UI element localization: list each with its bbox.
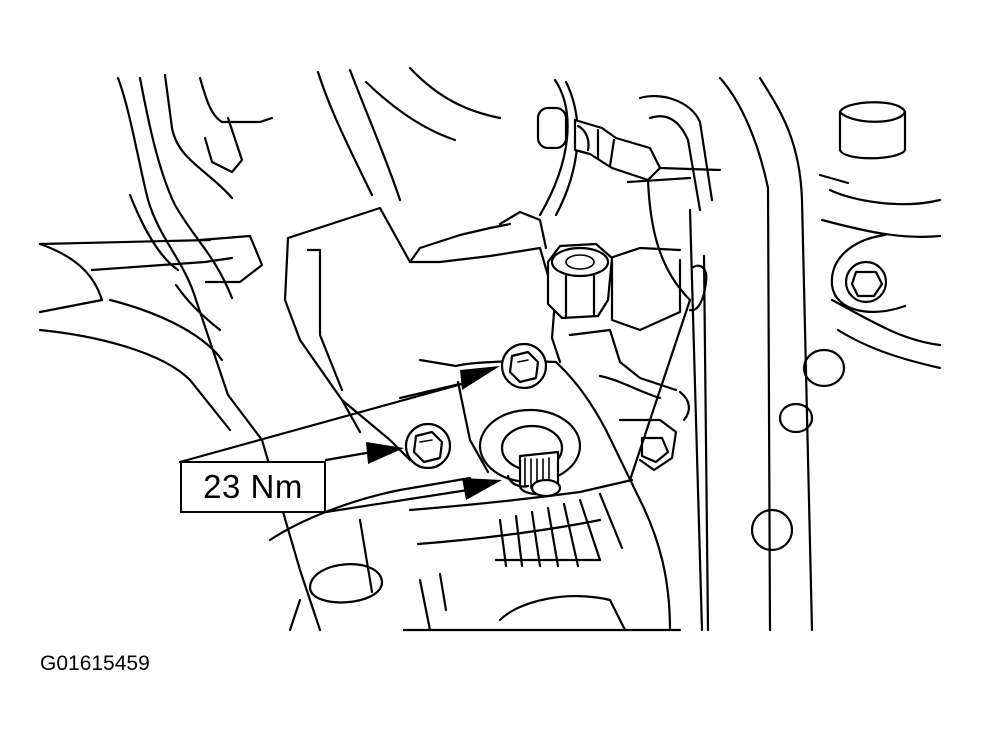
mounting-bolt-upper	[500, 342, 548, 390]
mounting-bolt-lower	[404, 422, 452, 470]
alternator-pulley	[478, 408, 582, 498]
alternator-vent-housing	[260, 298, 692, 632]
torque-spec-text: 23 Nm	[203, 468, 303, 505]
arrow-to-lower-bolt	[366, 442, 404, 464]
arrow-to-pulley-nut	[462, 478, 502, 500]
frame-rails	[688, 76, 942, 632]
hose-assembly	[316, 66, 722, 302]
left-structure	[38, 73, 274, 442]
figure-identifier: G01615459	[40, 652, 150, 675]
torque-spec-callout: 23 Nm	[180, 461, 326, 513]
adjusting-nut	[546, 242, 614, 320]
arrow-to-upper-bolt	[460, 366, 500, 390]
torque-callout-leaders	[178, 382, 470, 514]
